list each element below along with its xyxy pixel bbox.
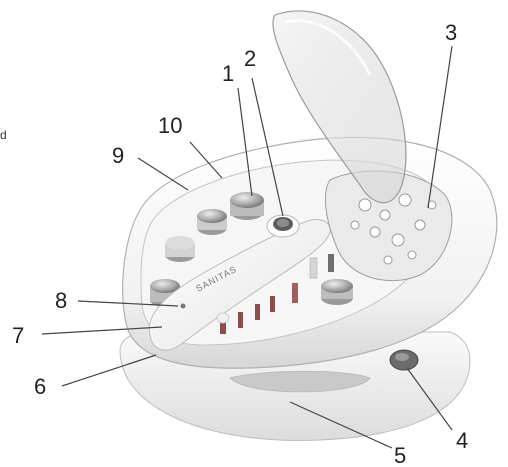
- callout-10: 10: [158, 113, 182, 138]
- callout-9: 9: [112, 143, 124, 168]
- callout-5: 5: [394, 443, 406, 467]
- callout-8: 8: [55, 288, 67, 313]
- callout-6: 6: [34, 374, 46, 399]
- power-button-highlight: [395, 353, 409, 361]
- callout-4: 4: [456, 428, 468, 453]
- callout-1: 1: [222, 61, 234, 86]
- callout-2: 2: [244, 46, 256, 71]
- callout-3: 3: [445, 20, 457, 45]
- callout-7: 7: [12, 323, 24, 348]
- speed-dial[interactable]: [267, 215, 299, 237]
- margin-fragment: d: [0, 128, 7, 142]
- leader-line-9: [138, 158, 188, 190]
- indicator-light: [181, 304, 186, 309]
